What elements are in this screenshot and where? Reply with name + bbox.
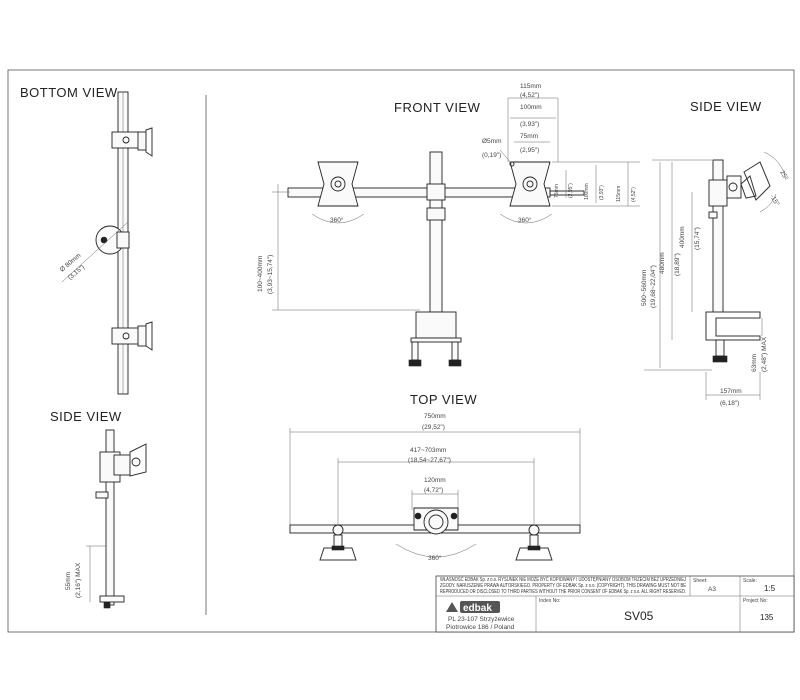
top-view-drawing: 750mm (29,52") 417~703mm (18,54~27,67") … <box>289 413 581 562</box>
copyright-notice-3: REPRODUCED OR DISCLOSED TO THIRD PARTIES… <box>440 589 686 595</box>
dim-480: 480mm <box>659 252 666 274</box>
dim-480-in: (18,89") <box>674 253 681 276</box>
dim-75-in: (2,95") <box>520 147 539 154</box>
dim-total-height: 500~560mm <box>641 270 648 306</box>
side-clamp-dim-in: (2,16") MAX <box>75 562 82 598</box>
side-view-top-drawing: 25° -15° 500~560mm (19,68~22,04") 480mm … <box>641 151 790 407</box>
dim-v100-in: (3,93") <box>599 185 605 200</box>
dim-height-range: 100~400mm <box>257 256 264 292</box>
project-label: Project No: <box>743 598 768 604</box>
bottom-view-drawing: Ø 80mm (3,15") <box>59 91 153 395</box>
side-view-bottom-title: SIDE VIEW <box>50 409 122 424</box>
dim-depth-157-in: (6,18") <box>720 400 739 407</box>
dim-400: 400mm <box>679 226 686 248</box>
dim-clamp-63-in: (2,48") MAX <box>761 336 768 372</box>
dim-120-in: (4,72") <box>424 487 443 494</box>
top-view-title: TOP VIEW <box>410 392 477 407</box>
index-label: Index No: <box>539 598 560 604</box>
side-clamp-dim: 55mm <box>65 572 72 590</box>
copyright-notice-1: WŁASNOŚĆ EDBAK Sp. z o.o. RYSUNEK NIE MO… <box>440 575 686 583</box>
front-view-title: FRONT VIEW <box>394 100 481 115</box>
index-value: SV05 <box>624 609 654 623</box>
tilt-down-label: -15° <box>768 193 781 208</box>
dim-750-in: (29,52") <box>422 424 445 431</box>
front-rotation-label-2: 360° <box>518 216 532 224</box>
dim-v115-in: (4,52") <box>631 187 637 202</box>
dim-range-in: (18,54~27,67") <box>408 457 451 464</box>
title-block: WŁASNOŚĆ EDBAK Sp. z o.o. RYSUNEK NIE MO… <box>435 575 795 633</box>
dim-hole-in: (0,19") <box>482 152 501 159</box>
dim-100: 100mm <box>520 104 542 111</box>
dim-height-range-in: (3,93~15,74") <box>267 255 274 294</box>
edbak-logo-icon <box>446 602 458 612</box>
dim-115-in: (4,52") <box>520 92 539 99</box>
dim-v100: 100mm <box>584 183 590 200</box>
bottom-view-title: BOTTOM VIEW <box>20 85 118 100</box>
dim-hole: Ø5mm <box>482 138 502 145</box>
scale-value: 1:5 <box>764 584 776 593</box>
top-rotation-label: 360° <box>428 554 442 562</box>
front-view-drawing: 360° 360° 115mm (4,52") 100mm (3,93") 75… <box>257 83 640 367</box>
address-line-2: Piotrowice 186 / Poland <box>446 624 515 631</box>
dim-clamp-63: 63mm <box>751 354 758 372</box>
project-value: 135 <box>760 613 774 622</box>
dim-75: 75mm <box>520 133 538 140</box>
front-rotation-label: 360° <box>330 216 344 224</box>
dim-total-height-in: (19,68~22,04") <box>650 265 657 308</box>
scale-label: Scale: <box>743 578 757 584</box>
sheet-value: A3 <box>708 586 716 593</box>
dim-115: 115mm <box>520 83 541 90</box>
sheet-border <box>7 69 795 633</box>
dim-depth-157: 157mm <box>720 388 742 395</box>
address-line-1: PL 23-107 Strzyżewice <box>448 616 515 623</box>
side-view-top-title: SIDE VIEW <box>690 99 762 114</box>
copyright-notice-2: ZGODY. NARUSZENIE PRAWA AUTORSKIEGO. PRO… <box>440 583 687 589</box>
sheet-label: Sheet: <box>693 578 707 584</box>
side-view-bottom-drawing: 55mm (2,16") MAX <box>65 429 147 609</box>
dim-120: 120mm <box>424 477 446 484</box>
logo-text: edbak <box>463 603 492 614</box>
dim-750: 750mm <box>424 413 446 420</box>
dim-v115: 115mm <box>616 186 622 202</box>
dim-v75-in: (2,95") <box>568 183 574 198</box>
dim-v75: 75mm <box>554 184 560 198</box>
dim-range: 417~703mm <box>410 447 446 454</box>
tilt-up-label: 25° <box>778 169 790 182</box>
dim-100-in: (3,93") <box>520 121 539 128</box>
dim-400-in: (15,74") <box>694 227 701 250</box>
